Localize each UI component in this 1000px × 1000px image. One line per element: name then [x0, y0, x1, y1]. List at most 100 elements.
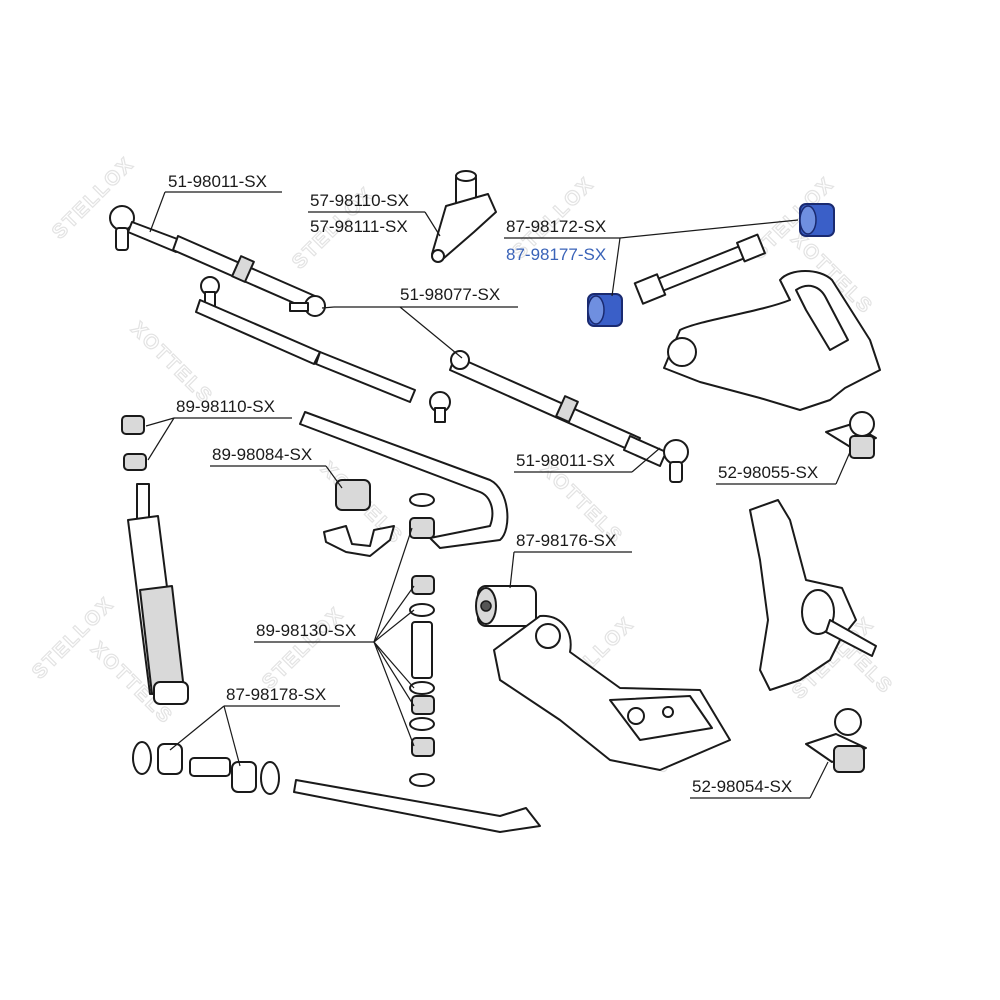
strut-bar[interactable]	[293, 779, 541, 833]
strut-washer-left	[132, 741, 152, 775]
part-number-label: 52-98054-SX	[692, 777, 792, 796]
stabilizer-bar-body	[299, 411, 509, 549]
label-shock-bushing[interactable]: 89-98110-SX	[145, 397, 292, 461]
label-strut-bar-bushing[interactable]: 87-98178-SX	[169, 685, 340, 767]
leader-line	[321, 306, 335, 309]
label-stabilizer-link-kit[interactable]: 89-98130-SX	[254, 527, 415, 747]
stabilizer-link-kit[interactable]	[409, 493, 435, 787]
upper-arm-bushing-highlighted[interactable]	[587, 203, 835, 327]
center-link-left	[195, 299, 321, 365]
center-link-right	[449, 355, 641, 453]
lower-ball-joint[interactable]	[805, 708, 867, 773]
link-washer-2	[409, 603, 435, 617]
tie-rod-end-right[interactable]	[623, 435, 689, 483]
upper-arm-eye	[667, 337, 697, 367]
steering-knuckle[interactable]	[749, 499, 877, 691]
shock-bushing-upper	[121, 415, 145, 435]
strut-sleeve	[189, 757, 231, 777]
label-upper-ball-joint[interactable]: 52-98055-SX	[716, 451, 851, 485]
lower-ball-joint-ball	[834, 708, 862, 736]
upper-bushing-front-face	[587, 295, 605, 325]
shock-absorber[interactable]	[127, 483, 189, 705]
knuckle-spindle	[825, 619, 877, 657]
stabilizer-bushing[interactable]	[323, 479, 395, 557]
leader-line	[809, 761, 829, 799]
leader-line	[509, 551, 515, 589]
pitman-arm[interactable]	[431, 170, 497, 263]
part-number-label: 51-98011-SX	[516, 451, 615, 470]
stabilizer-bar[interactable]	[299, 411, 509, 549]
tie-rod-assembly-top[interactable]	[109, 205, 326, 317]
link-bushing-3	[411, 695, 435, 715]
upper-ball-joint-ball	[849, 411, 875, 437]
watermark-text: XOTTELS	[126, 318, 217, 409]
leader-line	[373, 585, 415, 643]
upper-arm-shaft-nut	[736, 233, 766, 263]
upper-arm-shaft-block	[633, 273, 667, 305]
label-pitman-arm[interactable]: 57-98110-SX 57-98111-SX	[308, 191, 441, 237]
part-number-label: 87-98176-SX	[516, 531, 616, 550]
label-tie-rod-end-top[interactable]: 51-98011-SX	[149, 172, 282, 233]
shock-upper-bushings[interactable]	[121, 415, 147, 471]
tie-rod-end-stud	[669, 461, 683, 483]
stabilizer-bracket	[323, 525, 395, 557]
upper-ball-joint[interactable]	[825, 411, 877, 459]
upper-control-arm[interactable]	[663, 270, 881, 411]
label-stabilizer-bushing[interactable]: 89-98084-SX	[210, 445, 343, 489]
part-number-label: 87-98178-SX	[226, 685, 326, 704]
lower-arm-hole	[662, 706, 674, 718]
upper-bushing-rear-face	[799, 205, 817, 235]
label-center-link[interactable]: 51-98077-SX	[321, 285, 518, 359]
center-link-assembly[interactable]	[195, 276, 641, 453]
label-tie-rod-end-bottom[interactable]: 51-98011-SX	[514, 447, 661, 473]
lower-control-arm[interactable]	[493, 614, 731, 771]
leader-line	[147, 417, 175, 461]
part-number-label-highlighted: 87-98177-SX	[506, 245, 606, 264]
tie-rod-end-socket	[623, 435, 667, 467]
upper-control-arm-shaft[interactable]	[633, 233, 766, 305]
link-spacer-sleeve	[411, 621, 433, 679]
label-lower-arm-bushing[interactable]: 87-98176-SX	[509, 531, 632, 589]
tie-rod-adjuster-sleeve	[231, 255, 255, 283]
leader-line	[373, 641, 415, 689]
lower-bushing-bore	[480, 600, 492, 612]
shock-lower-eye	[153, 681, 189, 705]
leader-line	[223, 705, 241, 767]
part-number-label: 51-98011-SX	[168, 172, 267, 191]
tie-rod-socket	[127, 221, 181, 253]
leader-line	[373, 527, 413, 643]
lower-arm-bushing[interactable]	[475, 585, 537, 627]
upper-arm-cutout	[795, 284, 849, 351]
lower-arm-eye	[535, 623, 561, 649]
tie-rod-stud	[115, 227, 129, 251]
label-lower-ball-joint[interactable]: 52-98054-SX	[690, 761, 829, 799]
strut-bar-bushings[interactable]	[132, 741, 280, 795]
knuckle-hub	[801, 589, 835, 635]
leader-line	[399, 306, 463, 359]
leader-line	[169, 705, 225, 751]
idler-stud	[434, 407, 446, 423]
part-number-label: 89-98110-SX	[176, 397, 275, 416]
shock-bushing-lower	[123, 453, 147, 471]
link-washer-3	[409, 681, 435, 695]
link-washer-1	[409, 493, 435, 507]
tie-rod-end-ball	[663, 439, 689, 465]
part-number-label: 57-98111-SX	[310, 217, 408, 236]
stabilizer-bushing-rubber	[335, 479, 371, 511]
lower-arm-hole	[627, 707, 645, 725]
part-number-label: 57-98110-SX	[310, 191, 409, 210]
center-link-mid	[315, 351, 416, 403]
upper-ball-joint-body	[849, 435, 875, 459]
strut-bar-body	[293, 779, 541, 833]
center-link-sleeve	[555, 395, 579, 423]
pitman-arm-eye	[431, 249, 445, 263]
link-bushing-4	[411, 737, 435, 757]
strut-bushing-left	[157, 743, 183, 775]
leader-line	[325, 465, 343, 489]
leader-line	[373, 609, 415, 643]
center-link-joint	[450, 350, 470, 370]
label-upper-arm-bushing[interactable]: 87-98172-SX 87-98177-SX	[504, 217, 799, 297]
tie-rod-inner-stud	[289, 302, 309, 312]
